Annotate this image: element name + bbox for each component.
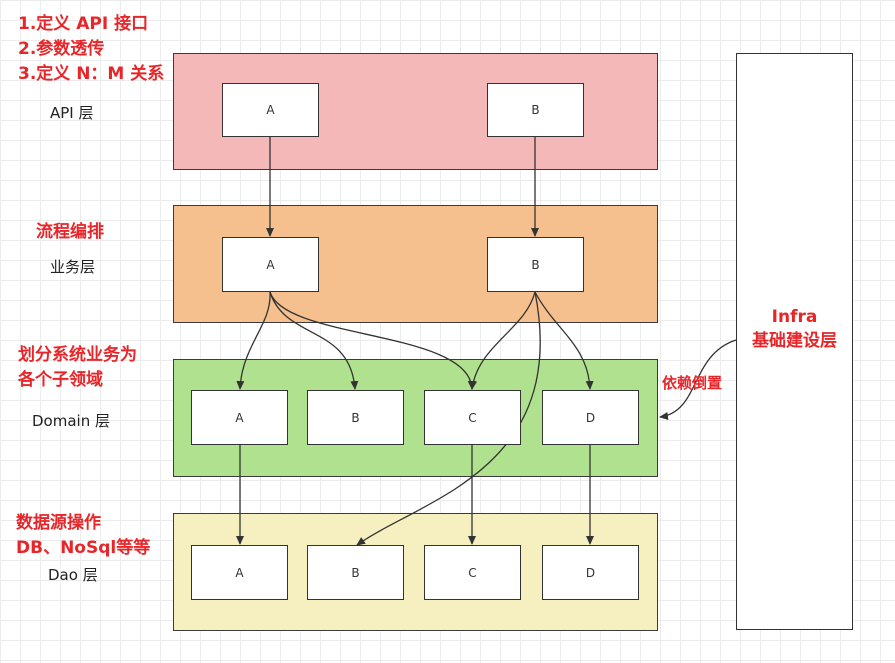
api-note-1: 1.定义 API 接口: [18, 14, 149, 34]
domain-notes: 划分系统业务为 各个子领域: [18, 343, 137, 393]
dao-notes: 数据源操作 DB、NoSql等等: [16, 511, 150, 561]
dao-box-a: A: [191, 545, 288, 600]
dao-box-b-label: B: [351, 565, 360, 580]
dao-box-b: B: [307, 545, 404, 600]
domain-box-c-label: C: [468, 410, 477, 425]
biz-box-a-label: A: [266, 257, 275, 272]
api-box-a-label: A: [266, 103, 275, 117]
api-box-b: B: [487, 83, 584, 137]
api-notes: 1.定义 API 接口 2.参数透传 3.定义 N：M 关系: [18, 12, 164, 87]
dao-box-a-label: A: [235, 565, 244, 580]
api-box-a: A: [222, 83, 319, 137]
edge-dependency-inversion: [659, 339, 737, 420]
infra-label: Infra 基础建设层: [736, 305, 853, 353]
edge-biz-b-to-dao-b: [356, 291, 541, 546]
dependency-inversion-label: 依赖倒置: [662, 374, 723, 392]
api-note-3: 3.定义 N：M 关系: [18, 64, 165, 84]
domain-box-c: C: [424, 390, 521, 445]
edge-biz-b-to-domain-c: [469, 291, 536, 390]
dao-box-d-label: D: [585, 565, 596, 580]
edge-biz-a-to-domain-c: [269, 291, 476, 390]
dao-note-1: 数据源操作: [16, 513, 101, 533]
biz-notes: 流程编排: [36, 220, 104, 245]
infra-title: Infra: [771, 307, 818, 327]
dao-note-2: DB、NoSql等等: [16, 538, 151, 558]
edge-biz-a-to-domain-a: [236, 291, 271, 390]
infra-subtitle: 基础建设层: [752, 331, 837, 351]
biz-box-b-label: B: [531, 257, 540, 272]
domain-note-2: 各个子领域: [18, 370, 103, 390]
biz-box-b: B: [487, 237, 584, 292]
domain-box-d-label: D: [585, 410, 596, 425]
domain-note-1: 划分系统业务为: [18, 345, 137, 365]
dao-box-d: D: [542, 545, 639, 600]
dao-box-c: C: [424, 545, 521, 600]
api-box-b-label: B: [531, 103, 540, 117]
api-note-2: 2.参数透传: [18, 39, 105, 59]
biz-note-1: 流程编排: [36, 222, 104, 242]
business-layer-label: 业务层: [50, 258, 96, 276]
dao-layer-label: Dao 层: [48, 566, 98, 584]
domain-box-b-label: B: [351, 410, 360, 425]
domain-box-d: D: [542, 390, 639, 445]
biz-box-a: A: [222, 237, 319, 292]
domain-box-b: B: [307, 390, 404, 445]
domain-box-a: A: [191, 390, 288, 445]
edge-biz-a-to-domain-b: [269, 291, 359, 390]
api-layer-label: API 层: [50, 104, 94, 122]
domain-layer-label: Domain 层: [32, 412, 110, 430]
edge-biz-b-to-domain-d: [534, 291, 594, 390]
infra-layer: [736, 53, 853, 630]
dao-box-c-label: C: [468, 565, 477, 580]
domain-box-a-label: A: [235, 410, 244, 425]
